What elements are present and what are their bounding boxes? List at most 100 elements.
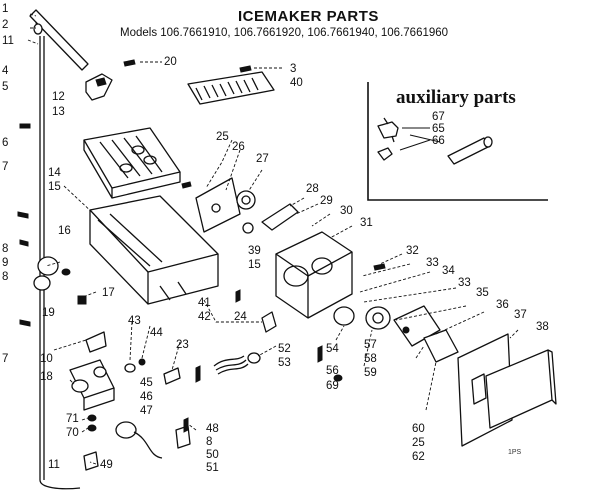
callout-23: 23 [176,339,189,351]
callout-56: 56 [326,365,339,377]
callout-28: 28 [306,183,319,195]
callout-40: 40 [290,77,303,89]
aux-valve-fitting [377,117,399,143]
callout-60: 60 [412,423,425,435]
callout-25: 25 [216,131,229,143]
callout-33b: 33 [458,277,471,289]
callout-5: 5 [2,81,8,93]
callout-53: 53 [278,357,291,369]
footer-code: 1PS [508,449,522,456]
screw-32 [373,263,386,271]
callout-8: 8 [2,243,8,255]
callout-36: 36 [496,299,509,311]
motor-housing [275,231,353,319]
aux-connector-tube [447,136,493,165]
callout-32: 32 [406,245,419,257]
lead-lines [27,13,519,465]
callout-59: 59 [364,367,377,379]
callout-39: 39 [248,245,261,257]
callout-29: 29 [320,195,333,207]
callout-69: 69 [326,380,339,392]
callout-19: 19 [42,307,55,319]
callout-58: 58 [364,353,377,365]
callout-8c: 8 [206,436,212,448]
callout-18: 18 [40,371,53,383]
part-42 [261,311,277,333]
callout-34: 34 [442,265,455,277]
front-cover [181,177,241,233]
callout-25b: 25 [412,437,425,449]
callout-44: 44 [150,327,163,339]
callout-57: 57 [364,339,377,351]
callout-71: 71 [66,413,79,425]
callout-2: 2 [2,19,8,31]
callout-70: 70 [66,427,79,439]
callout-13: 13 [52,106,65,118]
fill-tube-49 [115,421,163,459]
aux-small-fitting [377,147,393,161]
callout-38: 38 [536,321,549,333]
auxiliary-title: auxiliary parts [396,87,516,108]
callout-24: 24 [234,311,247,323]
callout-27: 27 [256,153,269,165]
callout-65: 65 [432,123,445,135]
auxiliary-parts-box: auxiliary parts [367,82,548,201]
callout-6: 6 [2,137,8,149]
callout-30: 30 [340,205,353,217]
nut-69 [333,374,343,382]
callout-7: 7 [2,161,8,173]
callout-17: 17 [102,287,115,299]
callout-10: 10 [40,353,53,365]
callout-20: 20 [164,56,177,68]
callout-11b: 11 [48,459,60,471]
callout-43: 43 [128,315,141,327]
wire-harness [213,352,261,375]
callout-1: 1 [2,3,8,15]
callout-47: 47 [140,405,153,417]
callout-67: 67 [432,111,445,123]
callout-7b: 7 [2,353,8,365]
screw-56 [317,345,323,363]
callout-66: 66 [432,135,445,147]
callout-numbers: 1 2 11 4 5 6 7 8 9 8 7 12 13 14 15 16 17… [2,3,549,474]
callout-3: 3 [290,63,296,75]
valve-bracket [85,331,107,353]
callout-46: 46 [140,391,153,403]
rear-cover [457,333,557,447]
small-parts [124,358,201,385]
thermostat [37,256,71,276]
callout-9: 9 [2,257,8,269]
callout-37: 37 [514,309,527,321]
ice-mold [89,195,219,305]
screw-3 [239,65,252,73]
water-valve [69,359,115,411]
callout-16: 16 [58,225,71,237]
callout-15: 15 [48,181,61,193]
mounting-clip [85,73,113,101]
callout-31: 31 [360,217,373,229]
screw-24 [235,289,241,303]
callout-51: 51 [206,462,219,474]
callout-49: 49 [100,459,113,471]
callout-50: 50 [206,449,219,461]
callout-8b: 8 [2,271,8,283]
callout-48: 48 [206,423,219,435]
callout-35: 35 [476,287,489,299]
valve-fittings [83,414,99,471]
shutoff-arm [242,203,299,234]
ice-tray [83,127,181,199]
callout-45: 45 [140,377,153,389]
screw-19 [77,295,87,305]
callout-15b: 15 [248,259,261,271]
callout-11: 11 [2,35,14,47]
models-line: Models 106.7661910, 106.7661920, 106.766… [120,27,448,39]
callout-41: 41 [198,297,211,309]
drive-gear [236,190,256,210]
callout-12: 12 [52,91,65,103]
switch-assembly [423,329,459,363]
screw-20 [123,59,136,67]
water-fill-tube [29,9,89,490]
left-screws [17,123,31,327]
callout-42: 42 [198,311,211,323]
